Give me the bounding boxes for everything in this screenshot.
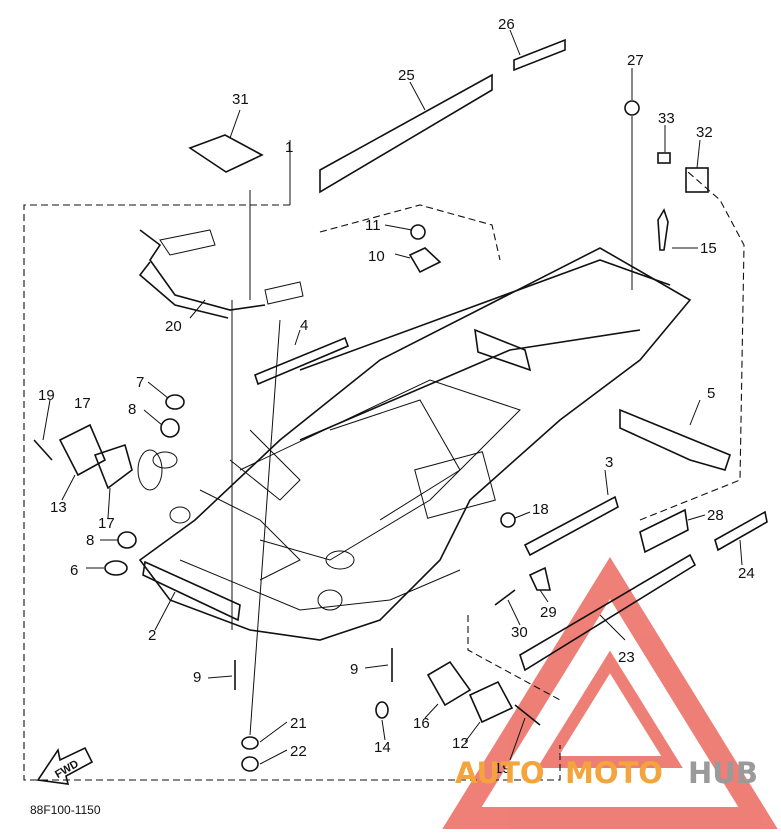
callout-28: 28	[707, 507, 724, 524]
watermark-logo	[442, 557, 778, 829]
callout-23: 23	[618, 649, 635, 666]
callout-9b: 9	[350, 661, 358, 678]
callout-16: 16	[413, 715, 430, 732]
callout-21: 21	[290, 715, 307, 732]
callout-19b: 19	[494, 760, 511, 777]
diagram-code: 88F100-1150	[30, 803, 101, 817]
callout-7: 7	[136, 374, 144, 391]
callout-6: 6	[70, 562, 78, 579]
callout-18: 18	[532, 501, 549, 518]
callout-30: 30	[511, 624, 528, 641]
assembly-boundary	[23, 140, 745, 781]
callout-32: 32	[696, 124, 713, 141]
watermark-auto: AUTO	[455, 756, 545, 790]
callout-10: 10	[368, 248, 385, 265]
callout-20: 20	[165, 318, 182, 335]
callout-17b: 17	[98, 515, 115, 532]
callout-1: 1	[285, 139, 293, 156]
watermark-text: AUTO MOTO HUB	[455, 756, 758, 790]
callout-29: 29	[540, 604, 557, 621]
callout-12: 12	[452, 735, 469, 752]
callout-22: 22	[290, 743, 307, 760]
callout-5: 5	[707, 385, 715, 402]
callout-15: 15	[700, 240, 717, 257]
callout-27: 27	[627, 52, 644, 69]
watermark-moto: MOTO	[565, 756, 663, 790]
frame-main	[137, 247, 692, 641]
callout-33: 33	[658, 110, 675, 127]
callout-14: 14	[374, 739, 391, 756]
callout-4: 4	[300, 317, 308, 334]
leader-lines	[42, 29, 743, 765]
callout-9a: 9	[193, 669, 201, 686]
callout-8b: 8	[86, 532, 94, 549]
callout-19a: 19	[38, 387, 55, 404]
small-parts	[33, 38, 768, 785]
callout-31: 31	[232, 91, 249, 108]
callout-24: 24	[738, 565, 755, 582]
callout-13: 13	[50, 499, 67, 516]
watermark-hub: HUB	[688, 756, 758, 790]
callout-26: 26	[498, 16, 515, 33]
callout-labels: 1 2 3 4 5 6 7 8 8 9 9 10 11 12 13 14 15 …	[38, 16, 755, 777]
callout-11: 11	[365, 217, 381, 234]
callout-25: 25	[398, 67, 415, 84]
callout-3: 3	[605, 454, 613, 471]
callout-2: 2	[148, 627, 156, 644]
callout-8a: 8	[128, 401, 136, 418]
callout-17a: 17	[74, 395, 91, 412]
